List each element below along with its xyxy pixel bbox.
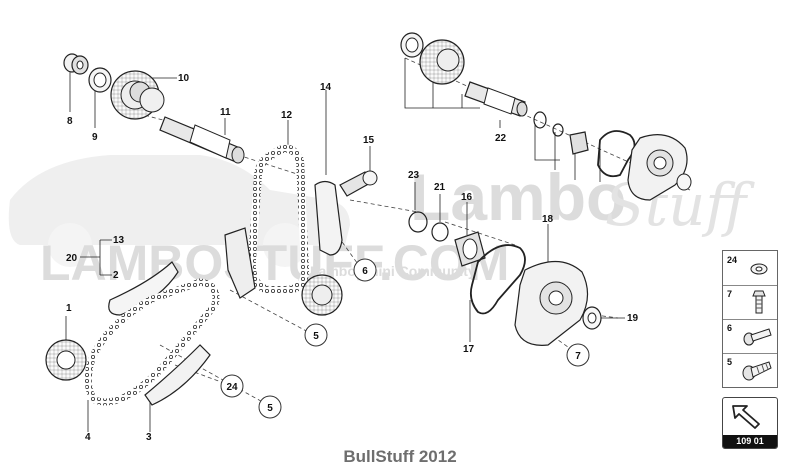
watermark-car-silhouette <box>8 155 350 245</box>
callout-label: 21 <box>434 182 446 193</box>
part-1-crankshaft-sprocket <box>45 339 87 381</box>
part-11-camshaft <box>159 116 245 164</box>
part-10-camshaft-sprocket <box>110 70 165 120</box>
part-18-cover-housing <box>514 260 589 346</box>
callout-label: 23 <box>408 170 420 181</box>
part-13-chain-guide <box>224 227 256 299</box>
callout-label: 20 <box>66 253 78 264</box>
callout-circle <box>258 395 282 419</box>
part-17-gasket <box>469 244 526 315</box>
legend-number: 6 <box>727 323 733 333</box>
legend-row: 6 <box>723 319 777 354</box>
callout-label: 16 <box>461 192 473 203</box>
fastener-legend: 24 7 6 5 <box>722 250 778 388</box>
callout-label: 4 <box>85 432 91 443</box>
callout-label: 18 <box>542 214 554 225</box>
part-21-ring <box>431 222 449 242</box>
watermark-brand: Lambo <box>410 160 626 234</box>
part-4-timing-chain <box>84 278 220 406</box>
part-15-chain-tensioner <box>339 170 378 197</box>
callout-label: 9 <box>92 132 98 143</box>
callout-label: 8 <box>67 116 73 127</box>
part-16-bearing <box>454 231 486 267</box>
watermark: Lambo Stuff LAMBOSTUFF.COM Lamborghini C… <box>8 155 755 291</box>
callout-label: 22 <box>495 133 507 144</box>
socket-bolt-icon <box>742 361 772 381</box>
watermark-site: LAMBOSTUFF.COM <box>40 235 509 291</box>
legend-row: 5 <box>723 353 777 387</box>
legend-number: 7 <box>727 289 733 299</box>
part-intermediate-sprocket <box>301 274 343 316</box>
callout-label: 17 <box>463 344 475 355</box>
part-8-bushing <box>63 53 89 75</box>
callout-label: 5 <box>267 403 273 414</box>
flange-bolt-icon <box>743 328 772 346</box>
part-14-chain-tensioner-rail <box>314 180 343 256</box>
legend-number: 5 <box>727 357 733 367</box>
callout-circle <box>566 343 590 367</box>
washer-icon <box>750 263 768 275</box>
watermark-car-wheel <box>48 223 92 267</box>
part-9-seal-ring <box>88 67 112 93</box>
hex-bolt-icon <box>752 290 766 314</box>
callout-label: 5 <box>313 331 319 342</box>
part-3-chain-guide-rail <box>144 344 211 406</box>
callout-labels: 1 2 3 4 5 5 5 6 7 7 8 9 10 11 12 13 14 1… <box>66 73 735 443</box>
watermark-tagline: Lamborghini Community <box>310 263 476 279</box>
callout-label: 11 <box>220 107 231 118</box>
legend-number: 24 <box>727 255 738 265</box>
callout-label: 19 <box>627 313 639 324</box>
part-23-ring <box>408 211 428 233</box>
callout-circle <box>304 323 328 347</box>
part-2-chain-tensioner-blade <box>108 261 179 316</box>
callout-label: 7 <box>575 351 581 362</box>
legend-row: 24 <box>723 251 777 286</box>
callout-label: 1 <box>66 303 72 314</box>
callout-circle <box>220 374 244 398</box>
callout-label: 13 <box>113 235 125 246</box>
image-caption: BullStuff 2012 <box>343 447 457 466</box>
callout-label: 24 <box>226 382 238 393</box>
callout-label: 14 <box>320 82 332 93</box>
callout-label: 15 <box>363 135 375 146</box>
part-19-seal <box>582 306 602 330</box>
part-12-timing-chain <box>247 144 310 294</box>
arrow-icon <box>732 405 760 429</box>
callout-label: 6 <box>362 266 368 277</box>
callout-label: 12 <box>281 110 293 121</box>
part-22-camshaft <box>464 81 528 117</box>
callout-label: 2 <box>113 270 119 281</box>
part-22-cover <box>627 134 692 201</box>
callout-label: 10 <box>178 73 190 84</box>
watermark-car-wheel <box>263 223 307 267</box>
part-22-rings <box>533 111 589 155</box>
callout-circle <box>353 258 377 282</box>
part-22-camshaft-sprocket <box>400 32 465 85</box>
nav-page-button[interactable]: 109 01 <box>722 397 778 449</box>
nav-page-label: 109 01 <box>723 435 777 448</box>
legend-row: 7 <box>723 285 777 320</box>
callout-label: 3 <box>146 432 152 443</box>
